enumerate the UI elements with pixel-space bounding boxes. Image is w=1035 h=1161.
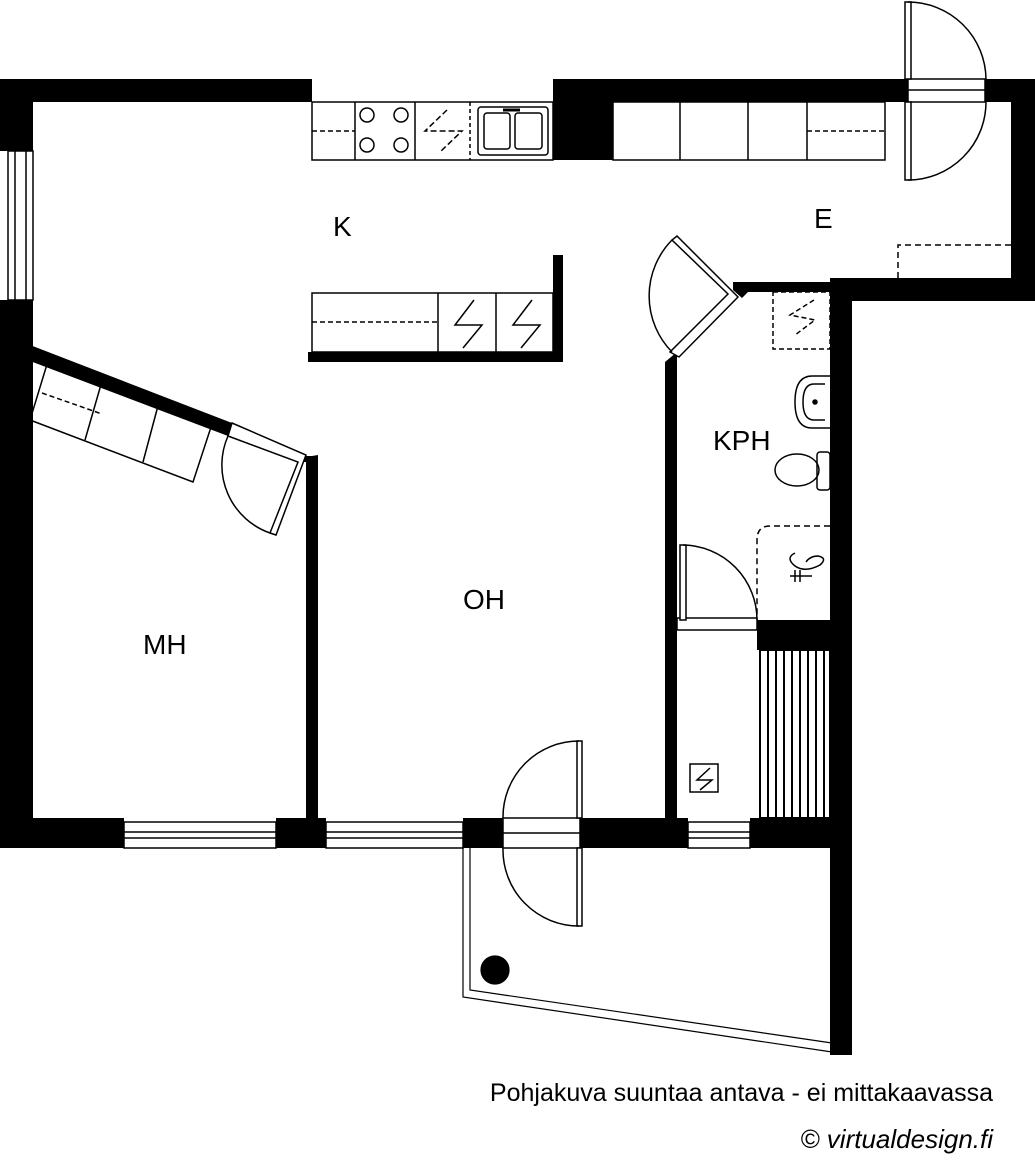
bathroom-left-wall-top [665, 352, 677, 820]
entrance-closet [897, 244, 1011, 278]
kitchen-island-wall-vertical [553, 255, 563, 362]
sauna-benches [759, 649, 831, 819]
wall-right-upper [1011, 79, 1035, 301]
bedroom-door [221, 421, 307, 536]
sauna-stove-icon [689, 763, 719, 793]
window-left [7, 150, 34, 301]
copyright-text: © virtualdesign.fi [800, 1124, 993, 1154]
wall-top-right [553, 79, 908, 102]
window-living [325, 821, 464, 849]
exterior-walls [0, 79, 1035, 1055]
bathroom-wall-angled [733, 282, 845, 298]
wall-bottom-2 [276, 818, 326, 848]
wall-bottom-3 [463, 818, 503, 848]
wall-left-top [0, 79, 33, 151]
windows [7, 150, 751, 849]
stove-icon [359, 107, 409, 153]
window-bedroom [123, 821, 277, 849]
balcony-post [480, 955, 510, 985]
disclaimer-text: Pohjakuva suuntaa antava - ei mittakaava… [489, 1079, 993, 1107]
room-label-living-room: OH [463, 584, 505, 615]
wall-entrance-bottom [830, 278, 1035, 301]
room-label-bedroom: MH [143, 629, 187, 660]
sauna-door [676, 544, 758, 631]
wall-top-left [0, 79, 312, 102]
bathroom-door [648, 234, 740, 358]
bedroom-wardrobes [29, 360, 214, 483]
sink-icon [477, 106, 549, 156]
fridge-icon [453, 299, 484, 349]
washbasin-icon [794, 375, 830, 429]
room-label-bathroom: KPH [713, 425, 771, 456]
bedroom-right-wall [306, 456, 318, 820]
kitchen-counter-top [311, 101, 554, 161]
toilet-icon [774, 451, 831, 491]
wall-bottom-4 [580, 818, 688, 848]
wall-bottom-1 [0, 818, 124, 848]
balcony [462, 848, 833, 1053]
wall-right-lower [830, 290, 852, 1055]
kitchen-island-wall-horizontal [308, 352, 563, 362]
wall-left-lower [0, 300, 33, 848]
bathroom-fixtures [756, 291, 831, 618]
washing-machine-icon [772, 291, 831, 350]
balcony-door [502, 740, 583, 927]
doors [221, 1, 987, 927]
dishwasher-icon [423, 109, 464, 153]
kitchen-counter-right [612, 101, 886, 161]
front-door [904, 1, 987, 181]
window-sauna [687, 821, 751, 849]
room-label-entrance: E [814, 203, 833, 234]
freezer-icon [511, 299, 542, 349]
shower-icon [756, 525, 830, 618]
kitchen-island [311, 292, 554, 353]
room-label-kitchen: K [333, 211, 352, 242]
bathroom-sauna-divider [757, 620, 832, 650]
